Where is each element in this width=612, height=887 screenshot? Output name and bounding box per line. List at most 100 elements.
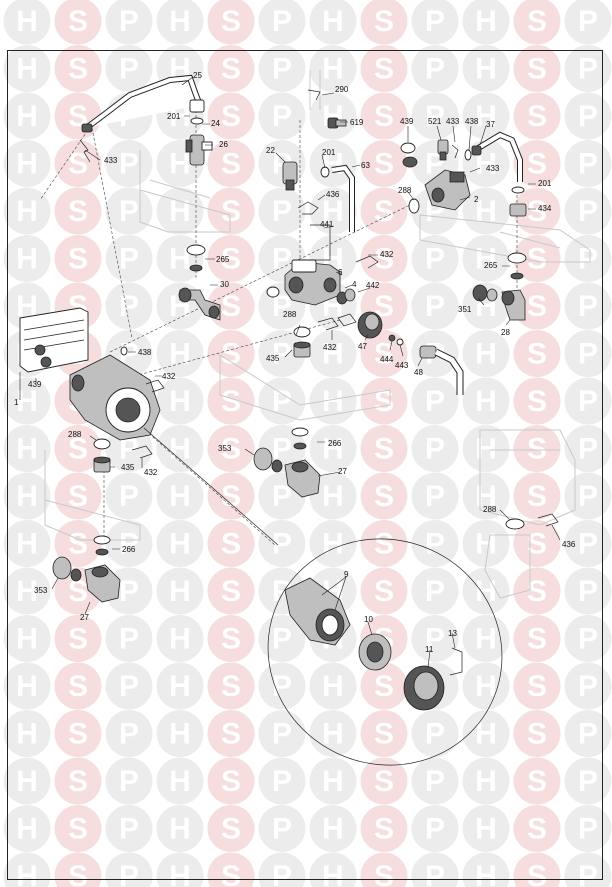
nut-434 bbox=[509, 203, 527, 217]
watermark-circle bbox=[258, 805, 306, 852]
watermark-circle bbox=[564, 187, 612, 235]
watermark-letter: S bbox=[374, 385, 394, 418]
watermark-circle bbox=[462, 45, 510, 92]
watermark-letter: S bbox=[374, 718, 394, 751]
watermark-circle bbox=[156, 852, 204, 887]
clip-432-top bbox=[355, 255, 379, 269]
watermark-letter: S bbox=[527, 623, 547, 656]
watermark-letter: P bbox=[578, 623, 598, 656]
watermark-letter: S bbox=[221, 148, 241, 181]
oring-288-mid bbox=[266, 286, 280, 298]
oring-288-low bbox=[293, 326, 311, 338]
watermark-letter: S bbox=[527, 338, 547, 371]
watermark-letter: P bbox=[272, 243, 292, 276]
watermark-circle bbox=[105, 472, 153, 520]
watermark-circle bbox=[258, 520, 306, 567]
label-433: 433 bbox=[104, 156, 118, 165]
watermark-letter: P bbox=[425, 100, 445, 133]
watermark-letter: P bbox=[272, 860, 292, 887]
watermark-letter: P bbox=[578, 480, 598, 513]
watermark-letter: P bbox=[425, 575, 445, 608]
watermark-letter: P bbox=[119, 338, 139, 371]
watermark-circle bbox=[258, 662, 306, 710]
ghost-brackets bbox=[44, 150, 591, 599]
watermark-letter: P bbox=[425, 433, 445, 466]
watermark-circle bbox=[309, 187, 357, 235]
watermark-letter: P bbox=[119, 718, 139, 751]
watermark-circle bbox=[462, 520, 510, 567]
watermark-letter: H bbox=[322, 53, 344, 86]
watermark-letter: S bbox=[527, 148, 547, 181]
watermark-letter: P bbox=[425, 243, 445, 276]
watermark-circle bbox=[54, 235, 102, 282]
label-30: 30 bbox=[220, 280, 229, 289]
valve-27-mid bbox=[284, 459, 321, 498]
watermark-circle bbox=[309, 757, 357, 805]
watermark-letter: H bbox=[322, 5, 344, 38]
watermark-letter: H bbox=[169, 860, 191, 887]
watermark-letter: S bbox=[221, 765, 241, 798]
watermark-letter: P bbox=[425, 385, 445, 418]
label-436: 436 bbox=[326, 190, 340, 199]
watermark-circle bbox=[258, 377, 306, 425]
watermark-letter: S bbox=[374, 53, 394, 86]
watermark-letter: H bbox=[16, 623, 38, 656]
watermark-letter: S bbox=[221, 718, 241, 751]
watermark-letter: H bbox=[475, 385, 497, 418]
label-26: 26 bbox=[219, 140, 228, 149]
watermark-letter: S bbox=[68, 718, 88, 751]
label-25: 25 bbox=[193, 71, 202, 80]
watermark-circle bbox=[156, 567, 204, 615]
watermark-letter: S bbox=[68, 243, 88, 276]
watermark-circle bbox=[411, 710, 459, 757]
watermark-circle bbox=[54, 662, 102, 710]
watermark-letter: S bbox=[374, 765, 394, 798]
watermark-letter: H bbox=[322, 860, 344, 887]
watermark-letter: P bbox=[119, 53, 139, 86]
watermark-letter: S bbox=[374, 195, 394, 228]
clip-432-left bbox=[145, 379, 165, 393]
watermark-circle bbox=[3, 805, 51, 852]
watermark-circle bbox=[3, 235, 51, 282]
watermark-letter: P bbox=[425, 860, 445, 887]
label-435: 435 bbox=[121, 463, 135, 472]
clip-619 bbox=[327, 117, 347, 129]
watermark-circle bbox=[462, 852, 510, 887]
watermark-letter: S bbox=[374, 290, 394, 323]
watermark-circle bbox=[54, 710, 102, 757]
watermark-circle bbox=[3, 0, 51, 45]
label-27: 27 bbox=[338, 467, 347, 476]
watermark-letter: S bbox=[527, 5, 547, 38]
watermark-circle bbox=[207, 235, 255, 282]
watermark-letter: S bbox=[68, 5, 88, 38]
watermark-letter: P bbox=[272, 623, 292, 656]
watermark-letter: S bbox=[221, 5, 241, 38]
watermark-letter: H bbox=[16, 53, 38, 86]
watermark-letter: S bbox=[68, 765, 88, 798]
cap-47 bbox=[357, 311, 383, 339]
watermark-letter: H bbox=[169, 480, 191, 513]
watermark-letter: P bbox=[578, 338, 598, 371]
watermark-circle bbox=[411, 520, 459, 567]
watermark-letter: H bbox=[169, 623, 191, 656]
nut-435-left bbox=[93, 456, 111, 473]
watermark-letter: S bbox=[374, 528, 394, 561]
watermark-letter: P bbox=[272, 338, 292, 371]
watermark-letter: H bbox=[475, 623, 497, 656]
label-438: 438 bbox=[465, 117, 479, 126]
watermark-circle bbox=[360, 140, 408, 187]
watermark-circle bbox=[309, 425, 357, 472]
watermark-letter: S bbox=[221, 385, 241, 418]
watermark-letter: S bbox=[527, 813, 547, 846]
watermark-circle bbox=[258, 187, 306, 235]
valve-body-2 bbox=[424, 169, 471, 211]
watermark-letter: S bbox=[221, 433, 241, 466]
watermark-circle bbox=[207, 520, 255, 567]
washer-438-left bbox=[120, 346, 128, 356]
label-432: 432 bbox=[380, 250, 394, 259]
watermark-letter: S bbox=[374, 433, 394, 466]
watermark-letter: H bbox=[16, 813, 38, 846]
watermark-letter: H bbox=[475, 718, 497, 751]
watermark-circle bbox=[462, 472, 510, 520]
